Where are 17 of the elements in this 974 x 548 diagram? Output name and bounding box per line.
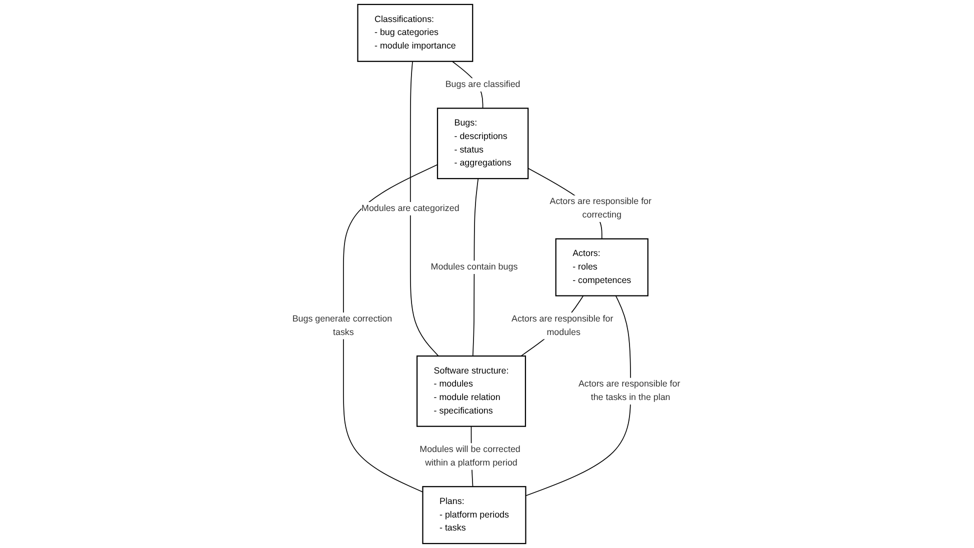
edge-label: Actors are responsible for modules [511, 314, 614, 338]
edge-label: Bugs are classified [445, 80, 520, 90]
node-box: Actors: - roles - competences [555, 238, 648, 296]
node-box: Plans: - platform periods - tasks [422, 486, 526, 544]
edge-label: Actors are responsible for correcting [550, 196, 652, 220]
node-box: Bugs: - descriptions - status - aggregations [436, 108, 529, 180]
edge-label: Bugs generate correction tasks [292, 314, 392, 338]
edge-label: Modules will be corrected within a platform period [420, 444, 520, 468]
node-box: Classifications: - bug categories - module importance [357, 4, 474, 62]
node-box: Software structure: - modules - module relation - specifications [416, 355, 526, 427]
connector [343, 164, 438, 492]
edge-label: Actors are responsible for the tasks in the plan [578, 379, 680, 402]
edge-label: Modules are categorized [362, 204, 460, 214]
edge-label: Modules contain bugs [430, 262, 518, 272]
connector [525, 295, 631, 496]
connector [472, 178, 479, 356]
connector [410, 60, 439, 356]
